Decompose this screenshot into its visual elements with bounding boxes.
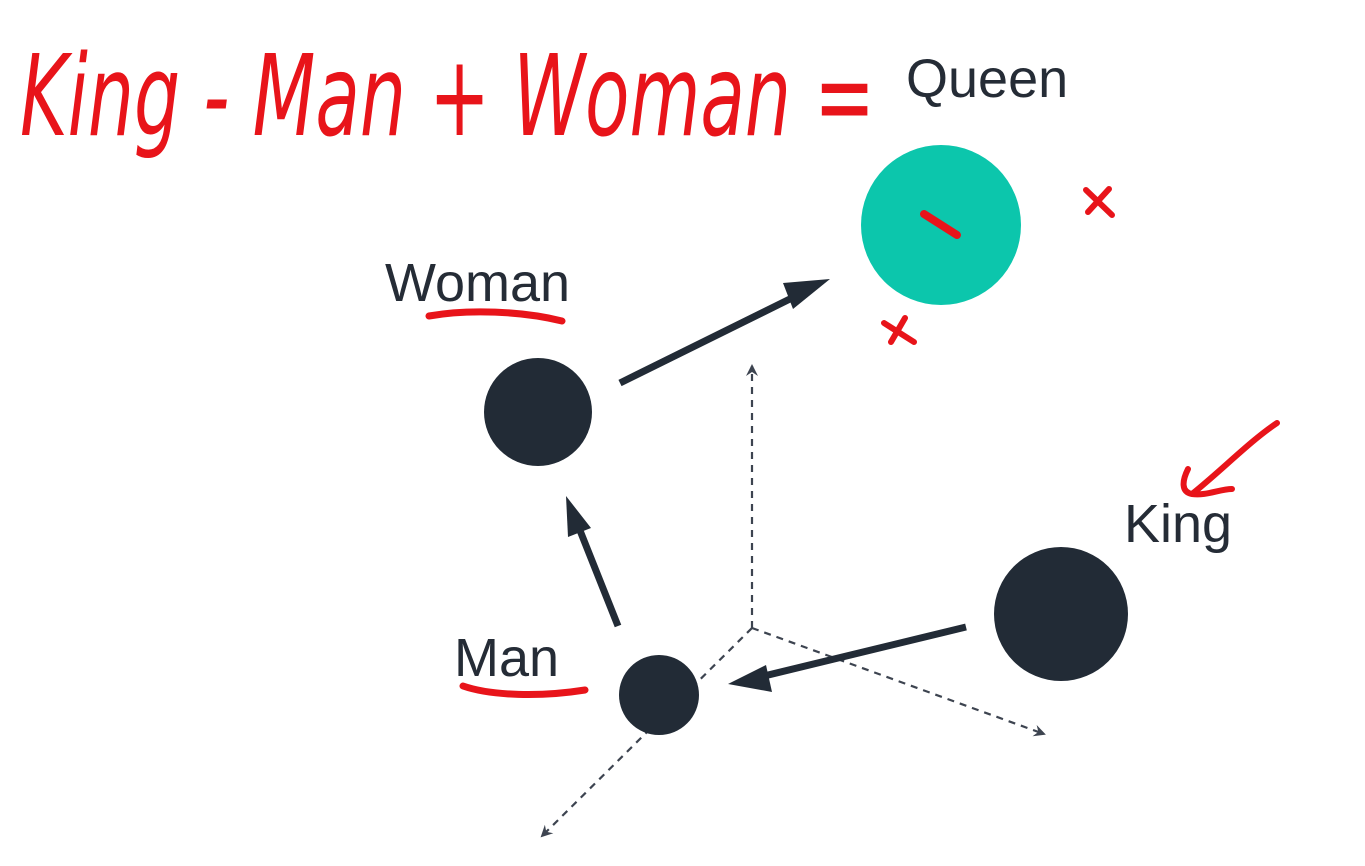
x-mark-upper-right — [1083, 186, 1115, 218]
label-queen: Queen — [906, 49, 1068, 109]
man-node — [619, 655, 699, 735]
queen-center-mark — [920, 210, 961, 239]
woman-node — [484, 358, 592, 466]
x-mark-lower-left — [881, 315, 917, 345]
red-annotations — [425, 186, 1280, 699]
woman-underline — [425, 308, 566, 325]
king-node — [994, 547, 1128, 681]
arrow-man-to-woman-head — [566, 496, 591, 537]
arrow-king-to-man-shaft — [759, 623, 967, 681]
man-underline — [459, 682, 589, 699]
arrow-king-to-man-head — [728, 665, 772, 692]
arrow-man-to-woman-shaft — [575, 526, 622, 628]
handwritten-equation: King - Man + Woman = — [20, 32, 875, 162]
arrow-woman-to-queen-shaft — [618, 290, 802, 387]
label-man: Man — [454, 628, 559, 688]
vector-arrows — [566, 279, 967, 692]
coordinate-axes — [540, 364, 1046, 838]
label-king: King — [1124, 494, 1232, 554]
king-checkmark — [1180, 420, 1280, 498]
label-woman: Woman — [385, 253, 570, 313]
arrow-woman-to-queen-head — [783, 279, 830, 309]
